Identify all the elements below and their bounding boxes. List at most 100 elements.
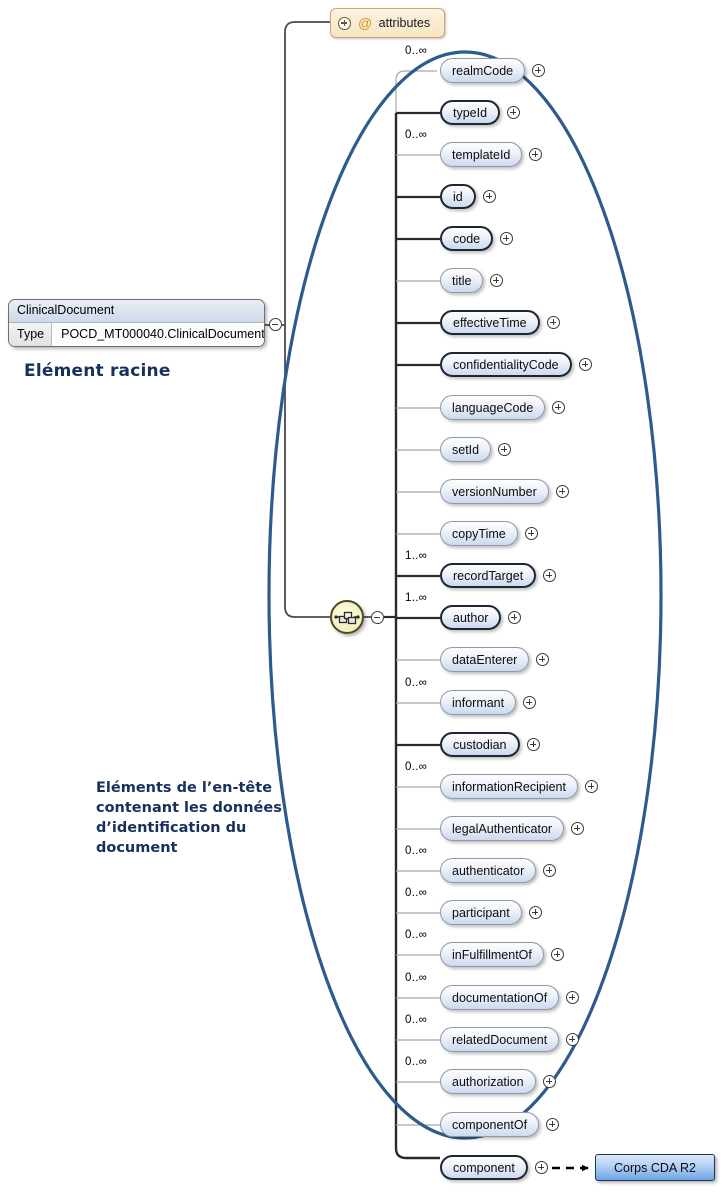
expand-plus-icon-authorization[interactable] — [543, 1075, 556, 1088]
attributes-node[interactable]: @ attributes — [330, 8, 446, 38]
element-authorization[interactable]: authorization — [440, 1069, 536, 1094]
element-effectiveTime[interactable]: effectiveTime — [440, 310, 540, 335]
expand-plus-icon-dataEnterer[interactable] — [536, 653, 549, 666]
cardinality-informationRecipient: 0..∞ — [405, 761, 428, 773]
expand-plus-icon-typeId[interactable] — [507, 106, 520, 119]
sequence-collapse-minus-icon[interactable] — [371, 611, 384, 624]
element-setId[interactable]: setId — [440, 437, 492, 462]
root-type-row: Type POCD_MT000040.ClinicalDocument — [9, 323, 264, 346]
element-component[interactable]: component — [440, 1155, 528, 1180]
element-legalAuthenticator[interactable]: legalAuthenticator — [440, 816, 565, 841]
element-authenticator[interactable]: authenticator — [440, 858, 537, 883]
element-templateId[interactable]: templateId — [440, 142, 523, 167]
element-recordTarget[interactable]: recordTarget — [440, 563, 537, 588]
root-type-value: POCD_MT000040.ClinicalDocument — [52, 323, 264, 346]
expand-plus-icon-setId[interactable] — [498, 443, 511, 456]
expand-plus-icon-custodian[interactable] — [527, 738, 540, 751]
expand-plus-icon-effectiveTime[interactable] — [547, 316, 560, 329]
cda-body-box[interactable]: Corps CDA R2 — [595, 1154, 715, 1181]
expand-plus-icon-componentOf[interactable] — [546, 1118, 559, 1131]
cardinality-authenticator: 0..∞ — [405, 845, 428, 857]
element-informant[interactable]: informant — [440, 690, 517, 715]
cardinality-templateId: 0..∞ — [405, 129, 428, 141]
element-label: relatedDocument — [452, 1032, 548, 1047]
element-informationRecipient[interactable]: informationRecipient — [440, 774, 578, 799]
expand-plus-icon-templateId[interactable] — [529, 148, 542, 161]
element-code[interactable]: code — [440, 226, 494, 251]
sequence-compositor-node[interactable] — [330, 600, 364, 634]
element-label: legalAuthenticator — [452, 821, 553, 836]
element-versionNumber[interactable]: versionNumber — [440, 479, 549, 504]
cardinality-inFulfillmentOf: 0..∞ — [405, 929, 428, 941]
cardinality-recordTarget: 1..∞ — [405, 550, 428, 562]
element-typeId[interactable]: typeId — [440, 100, 501, 125]
expand-plus-icon-id[interactable] — [483, 190, 496, 203]
expand-plus-icon-informationRecipient[interactable] — [585, 780, 598, 793]
element-label: typeId — [453, 105, 488, 120]
element-label: custodian — [453, 737, 507, 752]
expand-plus-icon-authenticator[interactable] — [543, 864, 556, 877]
element-realmCode[interactable]: realmCode — [440, 58, 526, 83]
element-label: dataEnterer — [452, 652, 518, 667]
cda-body-label: Corps CDA R2 — [614, 1160, 696, 1175]
attributes-label: attributes — [378, 16, 431, 30]
element-label: title — [452, 273, 472, 288]
element-label: id — [453, 189, 463, 204]
element-participant[interactable]: participant — [440, 900, 522, 925]
root-element-box[interactable]: ClinicalDocument Type POCD_MT000040.Clin… — [8, 299, 265, 347]
expand-plus-icon-component[interactable] — [535, 1161, 548, 1174]
root-type-label: Type — [9, 323, 53, 346]
expand-plus-icon-inFulfillmentOf[interactable] — [551, 948, 564, 961]
element-dataEnterer[interactable]: dataEnterer — [440, 647, 530, 672]
expand-plus-icon-confidentialityCode[interactable] — [579, 358, 592, 371]
expand-plus-icon-realmCode[interactable] — [532, 64, 545, 77]
element-label: recordTarget — [453, 568, 524, 583]
element-inFulfillmentOf[interactable]: inFulfillmentOf — [440, 942, 544, 967]
element-label: versionNumber — [452, 484, 537, 499]
expand-plus-icon-recordTarget[interactable] — [543, 569, 556, 582]
element-label: confidentialityCode — [453, 357, 559, 372]
element-custodian[interactable]: custodian — [440, 732, 520, 757]
element-relatedDocument[interactable]: relatedDocument — [440, 1027, 560, 1052]
expand-plus-icon-title[interactable] — [490, 274, 503, 287]
element-copyTime[interactable]: copyTime — [440, 521, 518, 546]
element-label: copyTime — [452, 526, 506, 541]
expand-plus-icon-code[interactable] — [500, 232, 513, 245]
expand-plus-icon-relatedDocument[interactable] — [566, 1033, 579, 1046]
element-title[interactable]: title — [440, 268, 484, 293]
root-caption: Elément racine — [24, 361, 171, 381]
root-collapse-minus-icon[interactable] — [269, 318, 282, 331]
header-caption: Eléments de l’en-tête contenant les donn… — [96, 780, 282, 856]
cardinality-informant: 0..∞ — [405, 677, 428, 689]
element-confidentialityCode[interactable]: confidentialityCode — [440, 352, 572, 377]
expand-plus-icon-documentationOf[interactable] — [566, 991, 579, 1004]
element-label: templateId — [452, 147, 511, 162]
expand-plus-icon-copyTime[interactable] — [525, 527, 538, 540]
expand-plus-icon-participant[interactable] — [529, 906, 542, 919]
element-languageCode[interactable]: languageCode — [440, 395, 546, 420]
cardinality-documentationOf: 0..∞ — [405, 972, 428, 984]
at-sign-icon: @ — [358, 15, 372, 31]
expand-plus-icon-informant[interactable] — [523, 696, 536, 709]
expand-plus-icon-legalAuthenticator[interactable] — [571, 822, 584, 835]
element-label: code — [453, 231, 481, 246]
root-element-name: ClinicalDocument — [9, 300, 264, 323]
cardinality-participant: 0..∞ — [405, 887, 428, 899]
element-label: participant — [452, 905, 510, 920]
element-label: componentOf — [452, 1117, 528, 1132]
sequence-compositor-icon — [334, 611, 360, 625]
element-componentOf[interactable]: componentOf — [440, 1112, 540, 1137]
element-label: author — [453, 610, 489, 625]
element-label: setId — [452, 442, 480, 457]
attributes-expand-plus-icon[interactable] — [338, 16, 351, 30]
element-id[interactable]: id — [440, 184, 476, 209]
element-label: authorization — [452, 1074, 524, 1089]
expand-plus-icon-author[interactable] — [508, 611, 521, 624]
element-label: realmCode — [452, 63, 514, 78]
element-author[interactable]: author — [440, 605, 502, 630]
expand-plus-icon-versionNumber[interactable] — [556, 485, 569, 498]
element-label: informant — [452, 695, 505, 710]
expand-plus-icon-languageCode[interactable] — [552, 401, 565, 414]
element-documentationOf[interactable]: documentationOf — [440, 985, 560, 1010]
